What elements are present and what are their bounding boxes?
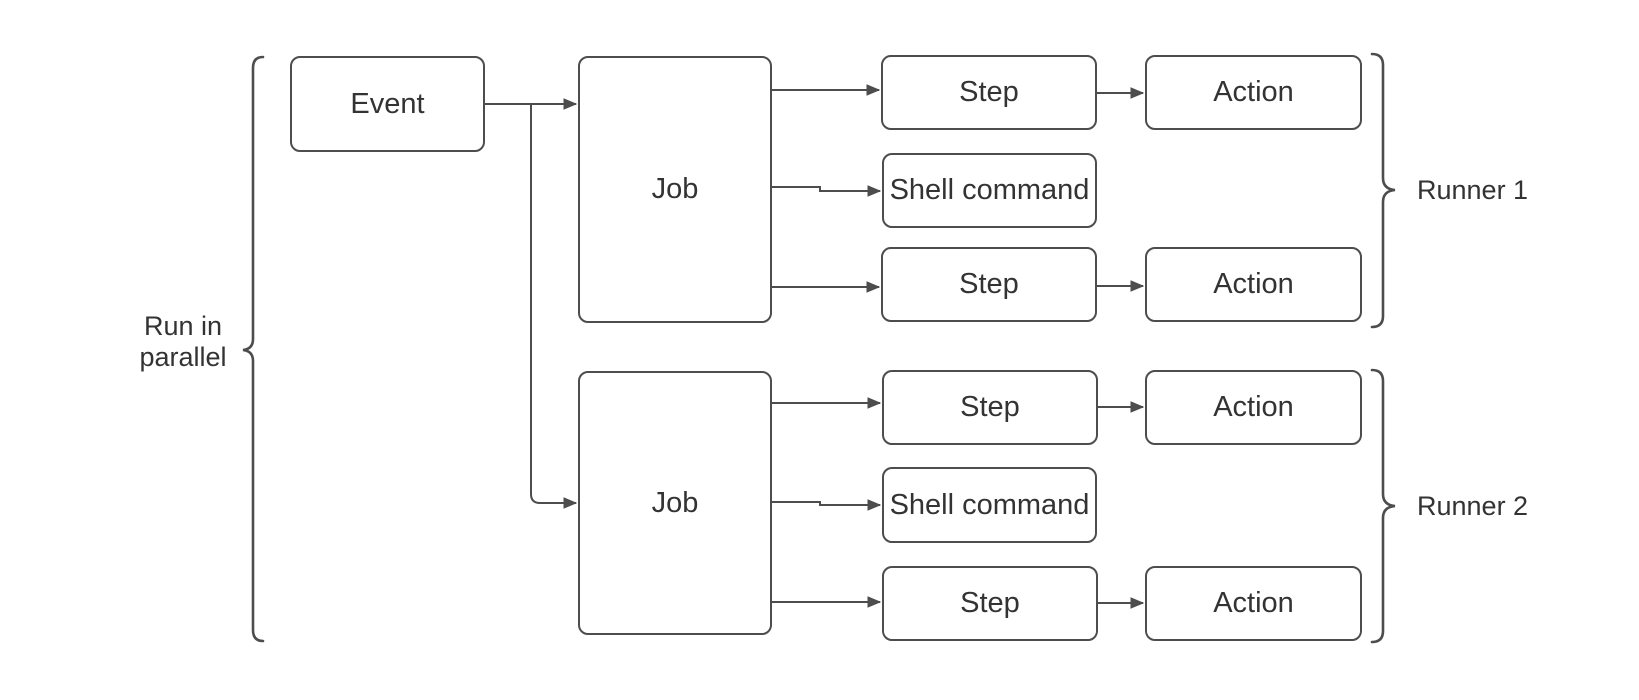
action1-label: Action bbox=[1213, 76, 1294, 108]
action4-label: Action bbox=[1213, 587, 1294, 619]
job1-label: Job bbox=[651, 173, 699, 205]
step3-label: Step bbox=[960, 391, 1020, 423]
shell-command1-node: Shell command bbox=[882, 153, 1097, 228]
step4-node: Step bbox=[882, 566, 1098, 641]
step2-label: Step bbox=[959, 268, 1019, 300]
step1-node: Step bbox=[881, 55, 1097, 130]
job2-label: Job bbox=[651, 486, 699, 519]
action4-node: Action bbox=[1145, 566, 1362, 641]
shell-command2-node: Shell command bbox=[882, 467, 1097, 543]
job2-node: Job bbox=[578, 371, 772, 635]
action2-label: Action bbox=[1213, 268, 1294, 300]
action2-node: Action bbox=[1145, 247, 1362, 322]
action3-node: Action bbox=[1145, 370, 1362, 445]
step1-label: Step bbox=[959, 76, 1019, 108]
runner2-label: Runner 2 bbox=[1417, 491, 1529, 521]
step3-node: Step bbox=[882, 370, 1098, 445]
step2-node: Step bbox=[881, 247, 1097, 322]
left-brace bbox=[242, 55, 265, 643]
runner1-brace bbox=[1370, 52, 1396, 329]
arrow-event-branch-to-job2 bbox=[530, 104, 576, 503]
shell-command2-label: Shell command bbox=[889, 488, 1090, 521]
event-label: Event bbox=[350, 87, 425, 120]
run-in-parallel-label: Run in parallel bbox=[139, 311, 227, 372]
action3-label: Action bbox=[1213, 391, 1294, 423]
arrow-job1-to-shell1 bbox=[772, 187, 880, 191]
action1-node: Action bbox=[1145, 55, 1362, 130]
runner1-label: Runner 1 bbox=[1417, 175, 1529, 205]
job1-node: Job bbox=[578, 56, 772, 323]
arrow-job2-to-shell2 bbox=[772, 502, 880, 505]
shell-command1-label: Shell command bbox=[889, 174, 1090, 206]
event-node: Event bbox=[290, 56, 485, 152]
step4-label: Step bbox=[960, 587, 1020, 619]
runner2-brace bbox=[1370, 368, 1396, 644]
